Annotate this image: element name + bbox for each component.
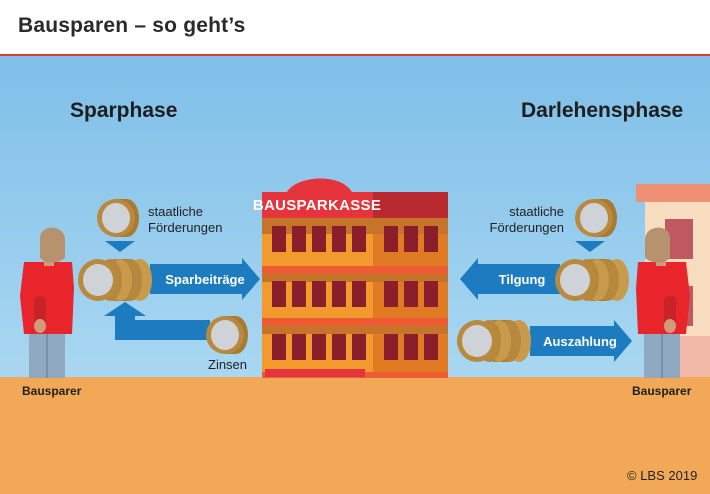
header: Bausparen – so geht’s [0,0,710,56]
zinsen-label: Zinsen [208,357,248,372]
coin-stack-tilgung [555,259,629,301]
foerderung-left-line2: Förderungen [148,220,223,235]
down-arrow-icon-left [105,241,135,252]
coin-stack-auszahlung [457,320,531,362]
tilgung-label: Tilgung [499,272,546,287]
person-left [20,227,74,378]
phase-title-right: Darlehensphase [521,99,684,122]
foerderung-right-line2: Förderungen [489,220,564,235]
person-left-label: Bausparer [22,384,82,398]
foerderung-left-line1: staatliche [148,204,203,219]
down-arrow-icon-right [575,241,605,252]
sparbeitraege-arrow: Sparbeiträge [150,258,260,300]
scene-illustration: BAUSPARKASSE [0,56,710,494]
copyright: © LBS 2019 [627,468,698,483]
phase-title-left: Sparphase [70,99,178,122]
bank-name: BAUSPARKASSE [253,197,381,214]
page-title: Bausparen – so geht’s [18,14,246,37]
coin-foerderung-left [97,199,139,237]
person-right-label: Bausparer [632,384,692,398]
ground [0,377,710,494]
auszahlung-label: Auszahlung [543,334,617,349]
tilgung-arrow: Tilgung [460,258,560,300]
scene: BAUSPARKASSE [0,56,710,494]
foerderung-right-line1: staatliche [509,204,564,219]
auszahlung-arrow: Auszahlung [530,320,632,362]
person-right [636,227,690,378]
bausparkasse-building: BAUSPARKASSE [253,178,448,378]
coin-foerderung-right [575,199,617,237]
zinsen-arrow [104,302,210,340]
coin-stack-sparbeitraege [78,259,152,301]
coin-zinsen [206,316,248,354]
sparbeitraege-label: Sparbeiträge [165,272,244,287]
